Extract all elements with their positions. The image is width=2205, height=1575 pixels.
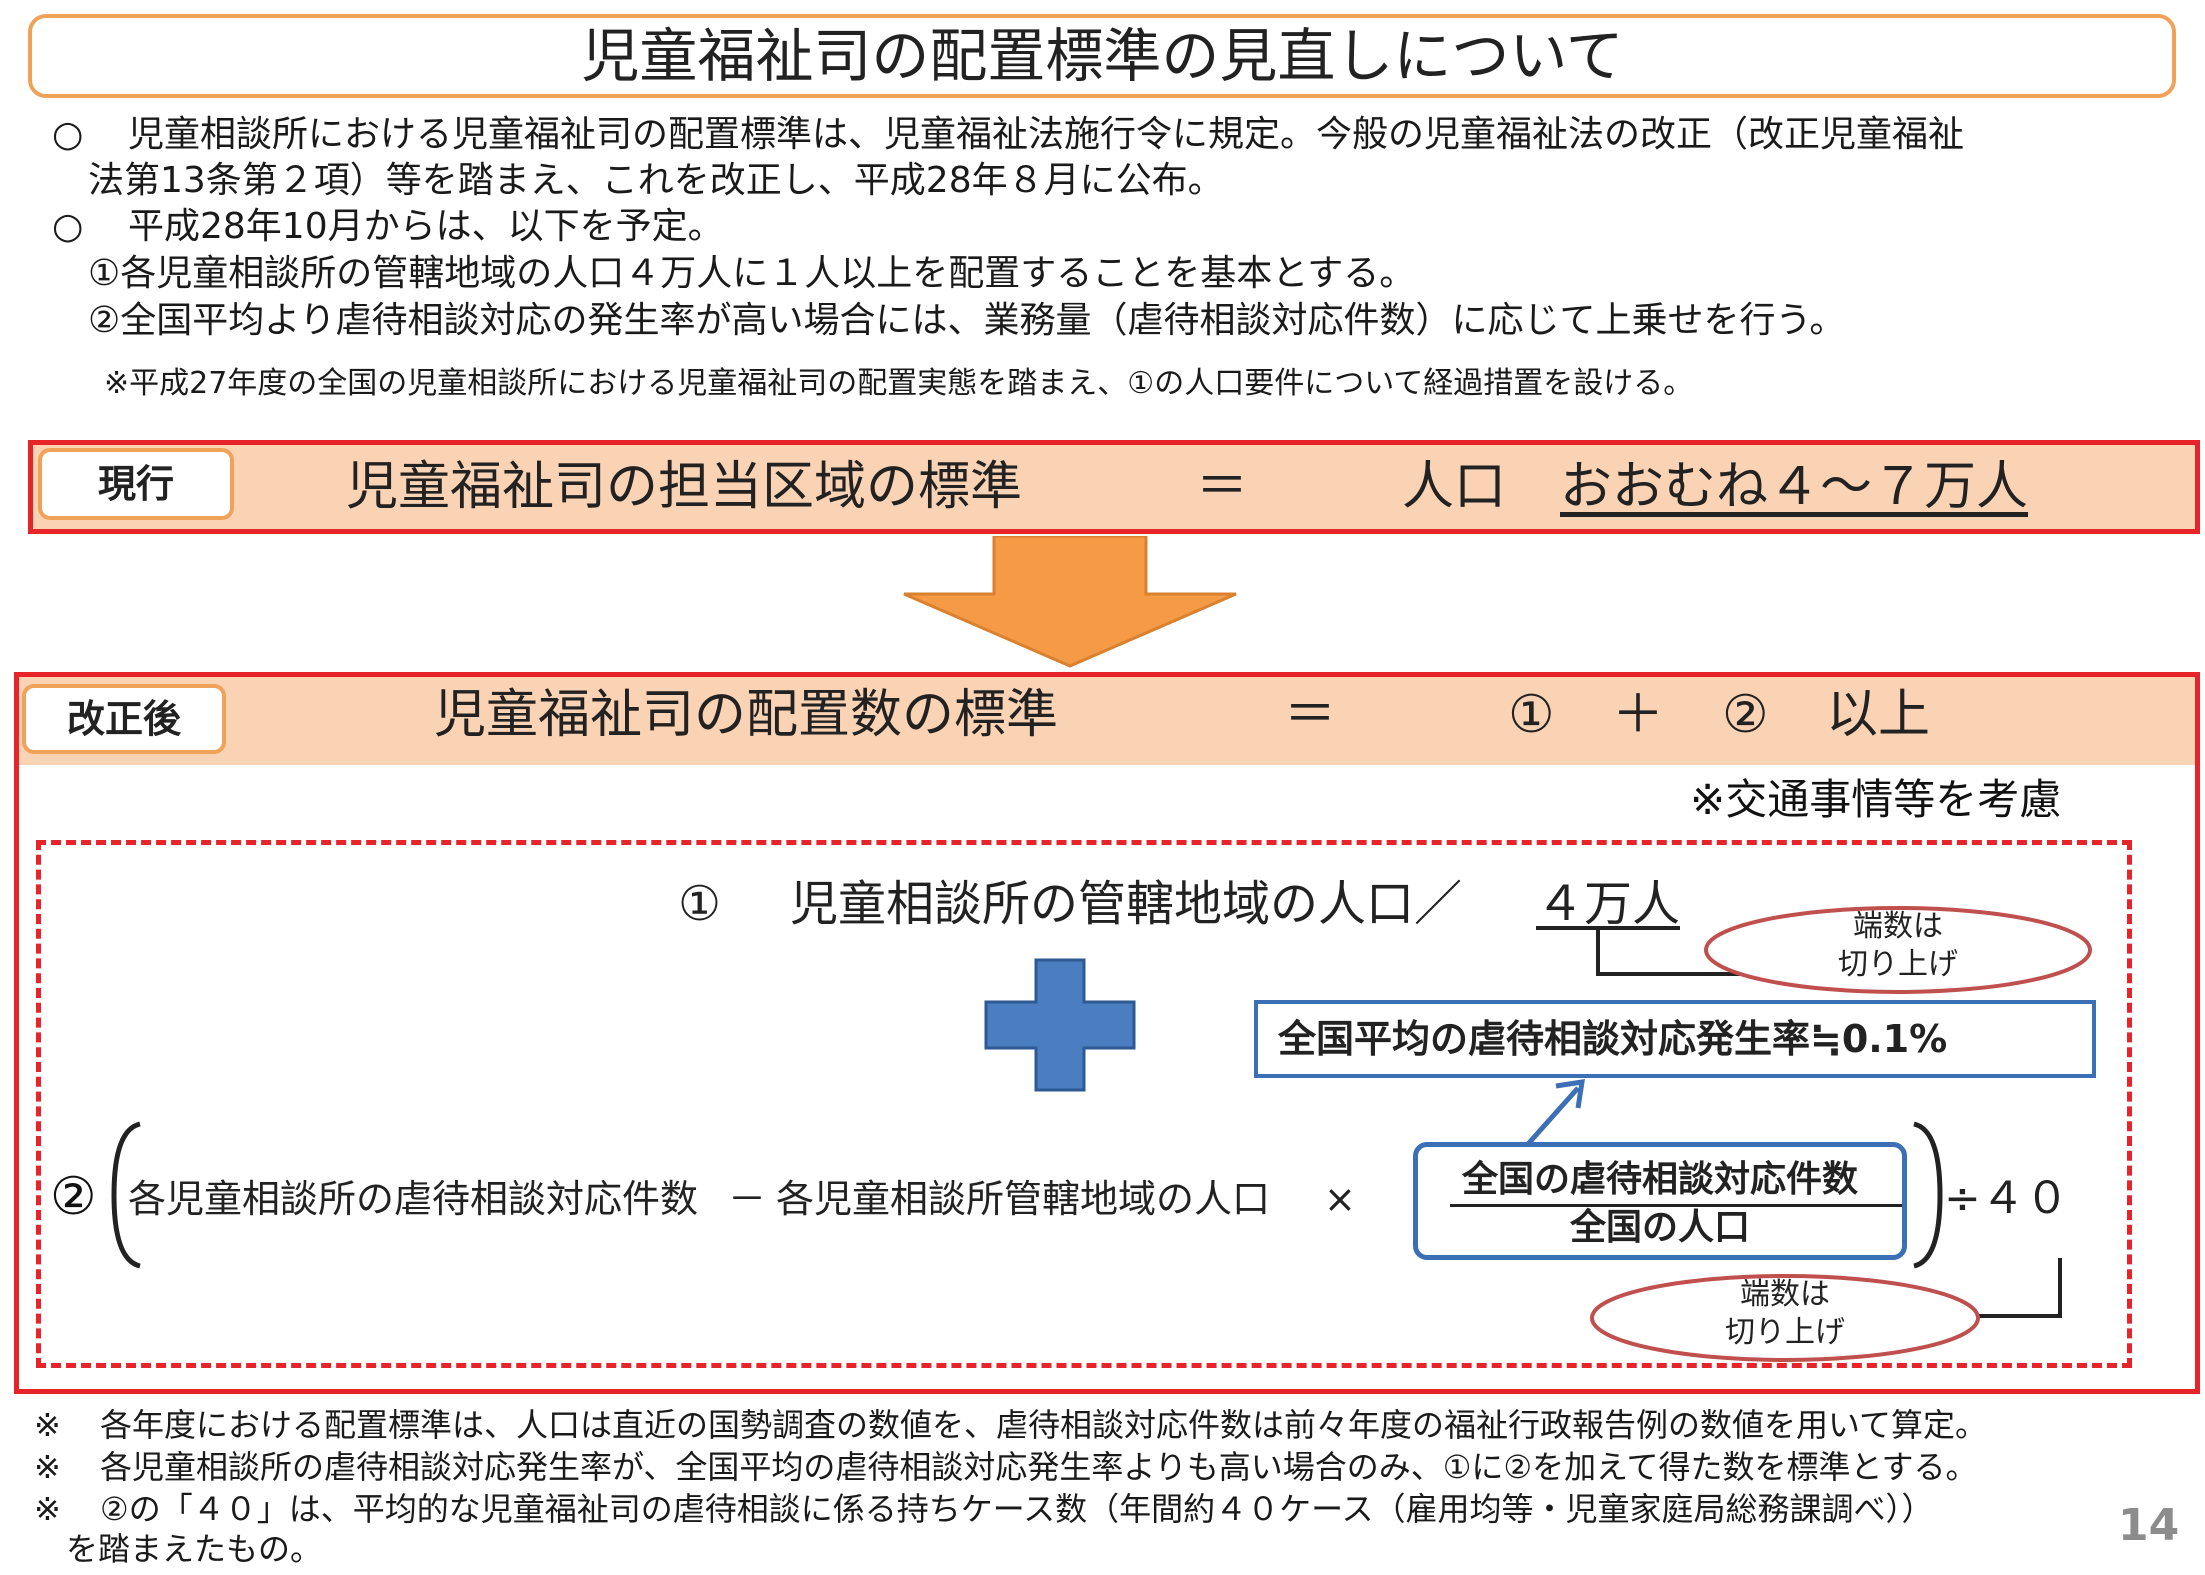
title-frame — [28, 14, 2176, 98]
revised-equals: ＝ — [1284, 685, 1337, 745]
bullet-1-line-2: 法第13条第２項）等を踏まえ、これを改正し、平成28年８月に公布。 — [88, 160, 1224, 201]
fraction-denominator: 全国の人口 — [1569, 1207, 1750, 1248]
bullet-2-mark: ○ — [52, 206, 84, 247]
transition-note: ※平成27年度の全国の児童相談所における児童福祉司の配置実態を踏まえ、①の人口要… — [104, 366, 1694, 401]
formula-2-mark: ② — [50, 1167, 97, 1227]
round-up-1-line-2: 切り上げ — [1838, 947, 1958, 982]
round-up-2-line-1: 端数は — [1740, 1277, 1830, 1312]
formula-2-divide: ÷４０ — [1944, 1173, 2069, 1224]
revised-tag: 改正後 — [22, 684, 226, 754]
formula-frame — [36, 840, 2132, 1368]
fraction-box — [1413, 1142, 1907, 1260]
formula-2-term-1: 各児童相談所の虐待相談対応件数 — [128, 1177, 699, 1221]
round-up-1-connector — [1596, 930, 1758, 976]
formula-2-minus: － — [728, 1177, 767, 1221]
formula-1-divisor: ４万人 — [1536, 876, 1681, 932]
current-value-prefix: 人口 — [1402, 457, 1507, 517]
footnote-2: 各児童相談所の虐待相談対応発生率が、全国平均の虐待相談対応発生率よりも高い場合の… — [100, 1448, 1978, 1486]
formula-1-mark: ① — [678, 876, 722, 932]
current-standard-band — [28, 440, 2200, 534]
round-up-1-line-1: 端数は — [1853, 909, 1943, 944]
footnote-2-mark: ※ — [34, 1448, 61, 1486]
revised-plus: ＋ — [1612, 685, 1665, 745]
revised-label: 児童福祉司の配置数の標準 — [434, 685, 1059, 745]
bullet-2-line-1: 平成28年10月からは、以下を予定。 — [128, 206, 724, 247]
round-up-1-oval — [1704, 906, 2092, 994]
footnote-1-mark: ※ — [34, 1406, 61, 1444]
current-tag: 現行 — [38, 448, 234, 520]
round-up-2-line-2: 切り上げ — [1725, 1315, 1845, 1350]
plus-icon — [984, 958, 1136, 1092]
left-paren-icon — [111, 1121, 141, 1269]
down-arrow-icon — [903, 536, 1237, 668]
fraction-bar — [1450, 1204, 1902, 1207]
bullet-1-line-1: 児童相談所における児童福祉司の配置標準は、児童福祉法施行令に規定。今般の児童福祉… — [128, 114, 1965, 155]
traffic-note: ※交通事情等を考慮 — [1690, 775, 2062, 824]
revised-standard-band — [19, 677, 2195, 765]
round-up-2-connector — [1978, 1258, 2062, 1318]
footnote-3-line-2: を踏まえたもの。 — [66, 1530, 323, 1568]
current-equals: ＝ — [1196, 457, 1249, 517]
item-2: ②全国平均より虐待相談対応の発生率が高い場合には、業務量（虐待相談対応件数）に応… — [88, 300, 1846, 341]
revised-suffix: 以上 — [1826, 685, 1931, 745]
page-number: 14 — [2118, 1500, 2180, 1551]
page-title: 児童福祉司の配置標準の見直しについて — [581, 22, 1624, 90]
fraction-numerator: 全国の虐待相談対応件数 — [1461, 1159, 1858, 1200]
item-1: ①各児童相談所の管轄地域の人口４万人に１人以上を配置することを基本とする。 — [88, 253, 1416, 294]
revised-circle-2: ② — [1722, 685, 1769, 745]
current-value: おおむね４～７万人 — [1560, 457, 2029, 517]
formula-2-term-2: 各児童相談所管轄地域の人口 — [776, 1177, 1271, 1221]
round-up-2-oval — [1590, 1274, 1980, 1362]
formula-2-times: × — [1324, 1177, 1356, 1221]
revised-circle-1: ① — [1508, 685, 1555, 745]
rate-arrow-icon — [1526, 1079, 1585, 1146]
revised-standard-frame — [14, 672, 2200, 1394]
formula-1-text: 児童相談所の管轄地域の人口／ — [790, 876, 1463, 932]
footnote-3-line-1: ②の「４０」は、平均的な児童福祉司の虐待相談に係る持ちケース数（年間約４０ケース… — [100, 1490, 1934, 1528]
footnote-1: 各年度における配置標準は、人口は直近の国勢調査の数値を、虐待相談対応件数は前々年… — [100, 1406, 1988, 1444]
national-rate-box: 全国平均の虐待相談対応発生率≒0.1% — [1254, 1000, 2096, 1078]
current-label: 児童福祉司の担当区域の標準 — [346, 457, 1023, 517]
right-paren-icon — [1913, 1121, 1943, 1269]
bullet-1-mark: ○ — [52, 114, 84, 155]
footnote-3-mark: ※ — [34, 1490, 61, 1528]
